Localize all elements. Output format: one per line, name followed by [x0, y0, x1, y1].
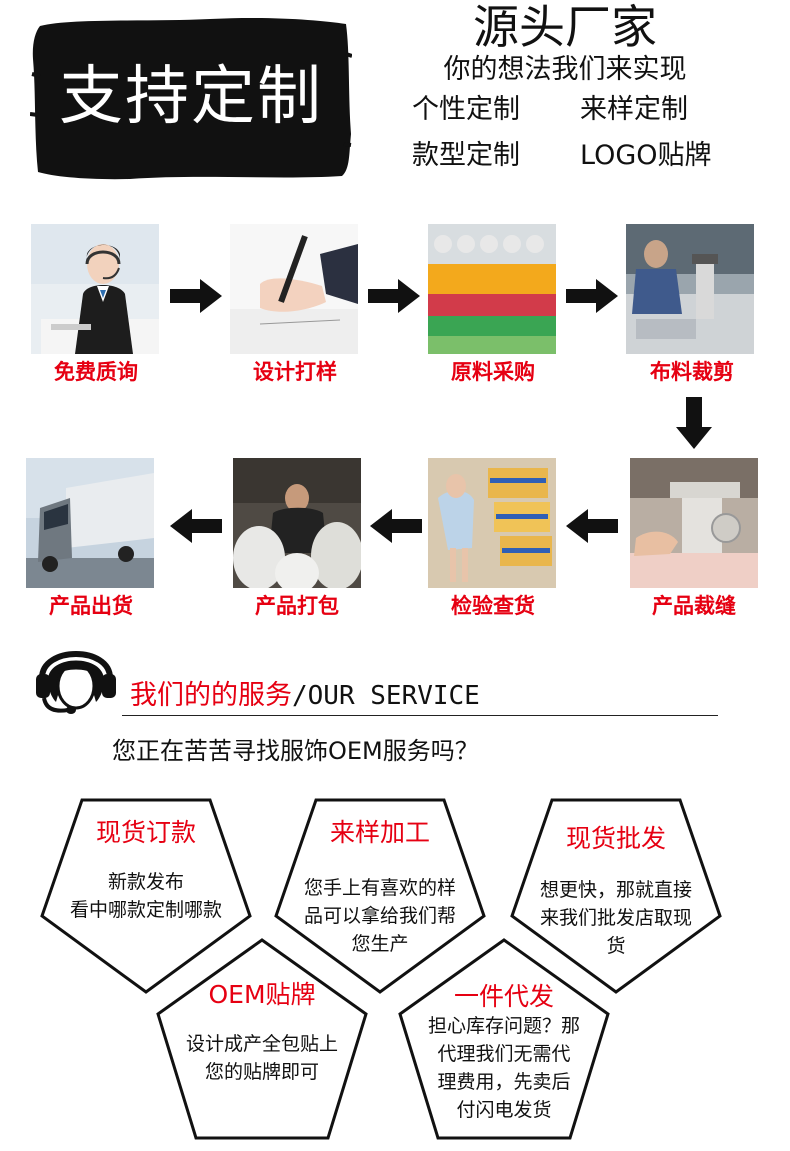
service-item-text: 想更快，那就直接: [539, 879, 692, 901]
header-subtitle: 你的想法我们来实现: [443, 54, 687, 85]
photo-fabric-cutting: [626, 224, 754, 354]
arrow-right-icon: [368, 279, 420, 313]
service-item-text: 货: [606, 935, 626, 957]
pentagon-frame: [510, 798, 722, 994]
arrow-left-icon: [566, 509, 618, 543]
service-title: 我们的的服务/OUR SERVICE: [130, 676, 480, 716]
step-sewing: 产品裁缝: [652, 594, 736, 618]
headset-icon: [36, 651, 116, 714]
service-item-title: 一件代发: [453, 982, 554, 1011]
feature-personal: 个性定制: [412, 94, 520, 125]
photo-design-sample: [230, 224, 358, 354]
photo-inspection-boxes: [428, 458, 556, 588]
service-item-text: 看中哪款定制哪款: [69, 899, 222, 921]
service-item-title: 现货批发: [565, 824, 666, 853]
photo-packing-bags: [233, 458, 361, 588]
service-item-text: 设计成产全包贴上: [185, 1033, 338, 1055]
service-item-text: 您手上有喜欢的样: [303, 877, 456, 899]
service-item-text: 理费用，先卖后: [437, 1071, 571, 1093]
service-item-text: 您生产: [351, 933, 409, 955]
divider: [122, 715, 718, 716]
arrow-right-icon: [566, 279, 618, 313]
step-inspection: 检验查货: [451, 594, 535, 618]
photo-fabric-rolls: [428, 224, 556, 354]
step-free-consult: 免费质询: [54, 360, 138, 384]
step-material-purchase: 原料采购: [451, 360, 535, 384]
service-item-text: 您的贴牌即可: [204, 1061, 319, 1083]
step-fabric-cutting: 布料裁剪: [650, 360, 734, 384]
step-shipping: 产品出货: [49, 594, 133, 618]
feature-logo: LOGO贴牌: [580, 140, 712, 171]
pentagon-frame: [40, 798, 252, 994]
photo-sewing-machine: [630, 458, 758, 588]
photo-truck-shipping: [26, 458, 154, 588]
step-packing: 产品打包: [255, 594, 339, 618]
step-design-sample: 设计打样: [253, 360, 337, 384]
pentagon-frame: [398, 938, 610, 1140]
service-title-en: /OUR SERVICE: [292, 681, 480, 711]
service-item-text: 来我们批发店取现: [539, 907, 692, 929]
arrow-right-icon: [170, 279, 222, 313]
service-item-title: 来样加工: [329, 818, 430, 847]
feature-sample: 来样定制: [580, 94, 688, 125]
service-item-title: 现货订款: [95, 818, 196, 847]
arrow-down-icon: [676, 397, 712, 449]
service-item-title: OEM贴牌: [208, 980, 316, 1009]
service-question: 您正在苦苦寻找服饰OEM服务吗？: [112, 737, 479, 765]
brush-stroke-badge: [30, 17, 352, 180]
badge-text: 支持定制: [59, 60, 323, 134]
pentagon-frame: [156, 938, 368, 1140]
service-item-text: 付闪电发货: [456, 1099, 552, 1121]
pentagon-frame: [274, 798, 486, 994]
feature-style: 款型定制: [412, 140, 520, 171]
service-title-cn: 我们的的服务: [130, 680, 292, 711]
service-item-text: 担心库存问题？那: [427, 1015, 580, 1037]
arrow-left-icon: [370, 509, 422, 543]
header-title: 源头厂家: [473, 0, 657, 54]
service-item-text: 品可以拿给我们帮: [303, 905, 456, 927]
service-item-text: 新款发布: [107, 871, 184, 893]
service-item-text: 代理我们无需代: [437, 1043, 571, 1065]
arrow-left-icon: [170, 509, 222, 543]
photo-customer-service: [31, 224, 159, 354]
